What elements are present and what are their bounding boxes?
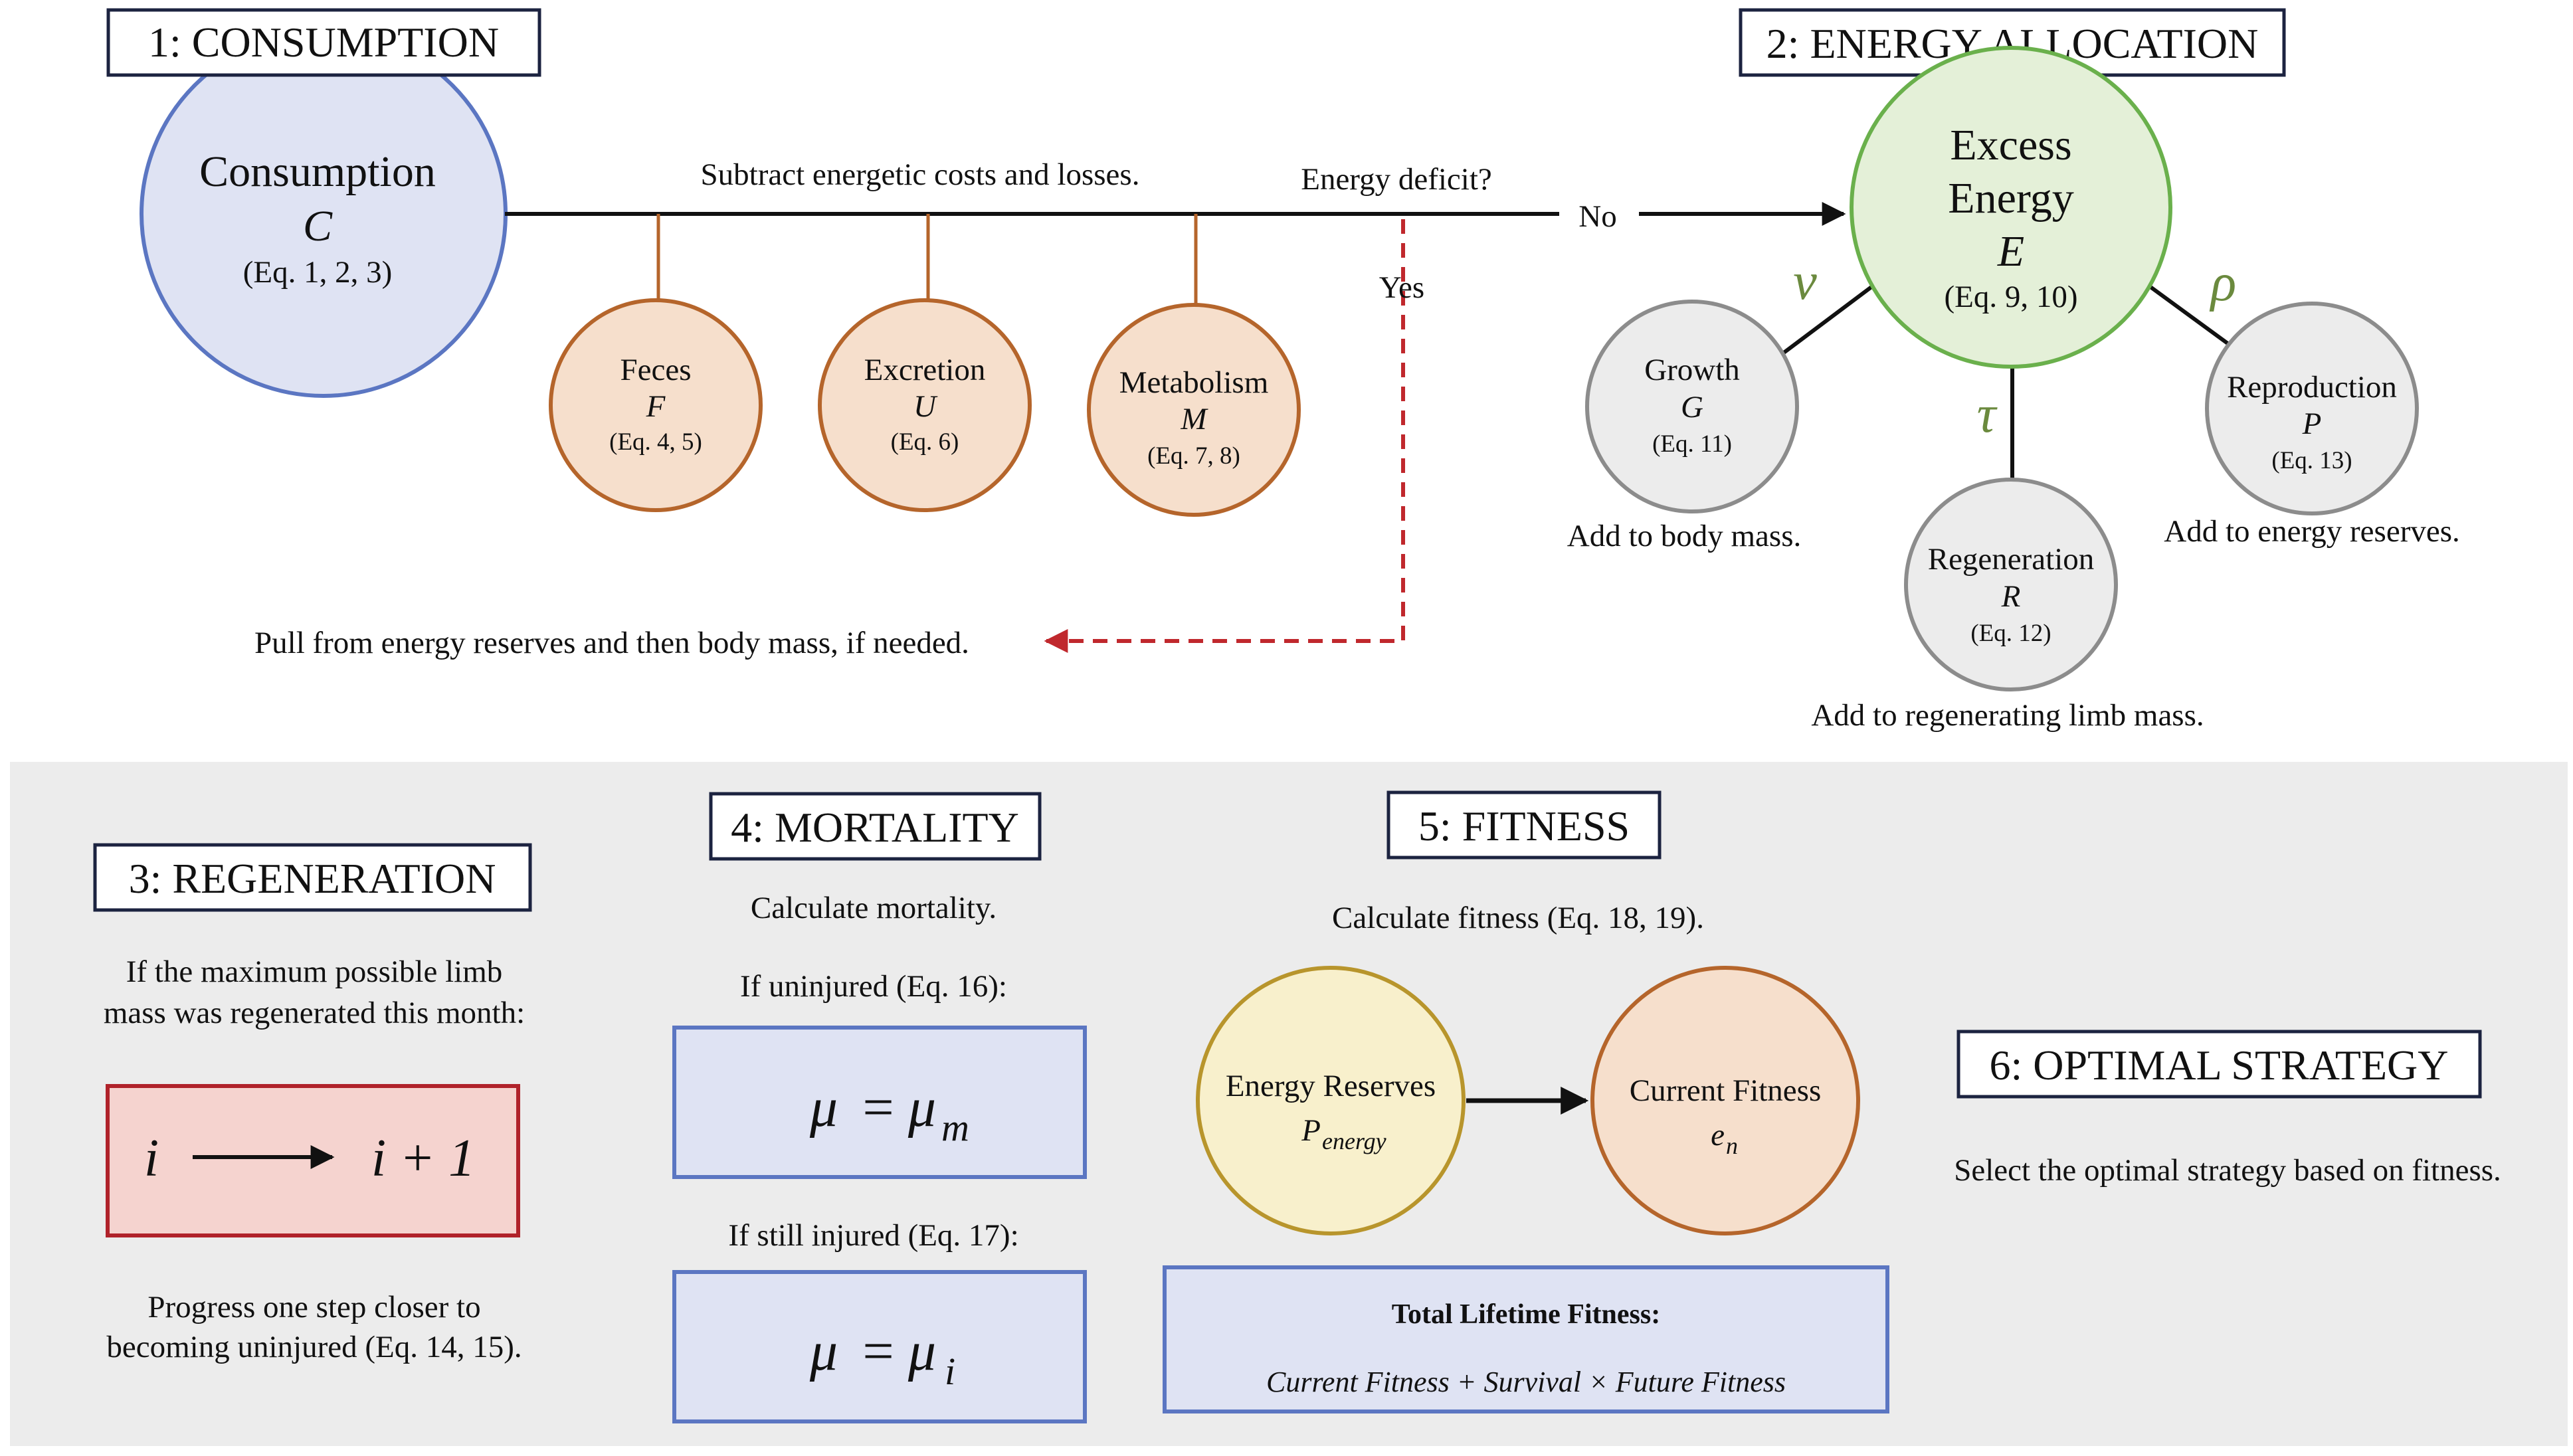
yes-label: Yes <box>1379 270 1424 305</box>
svg-text:E: E <box>1997 227 2024 276</box>
svg-text:M: M <box>1180 402 1208 436</box>
rho-symbol: ρ <box>2209 254 2236 312</box>
metabolism-node: Metabolism M (Eq. 7, 8) <box>1087 303 1301 517</box>
consumption-node: Consumption C (Eq. 1, 2, 3) <box>140 30 508 398</box>
svg-text:Current Fitness: Current Fitness <box>1630 1073 1822 1108</box>
regen-text-1: If the maximum possible limb <box>126 955 503 989</box>
deficit-label: Energy deficit? <box>1301 162 1492 197</box>
svg-text:μ: μ <box>809 1077 838 1138</box>
reproduction-node: Reproduction P (Eq. 13) <box>2205 302 2419 515</box>
tau-symbol: τ <box>1977 385 1998 444</box>
mortality-uninjured: If uninjured (Eq. 16): <box>740 969 1007 1004</box>
energy-reserves-node: Energy Reserves P energy <box>1196 966 1466 1235</box>
subtract-label: Subtract energetic costs and losses. <box>701 157 1140 192</box>
reproduction-branch <box>2149 285 2234 349</box>
consumption-label: Consumption <box>199 147 436 196</box>
svg-text:Regeneration: Regeneration <box>1928 542 2095 577</box>
svg-text:Energy: Energy <box>1948 174 2073 223</box>
regeneration-note: Add to regenerating limb mass. <box>1811 698 2204 733</box>
svg-text:Excess: Excess <box>1950 121 2071 169</box>
svg-text:G: G <box>1681 390 1703 424</box>
pull-label: Pull from energy reserves and then body … <box>254 626 969 660</box>
growth-note: Add to body mass. <box>1567 519 1802 553</box>
svg-text:n: n <box>1726 1133 1738 1159</box>
svg-text:=: = <box>862 1320 894 1382</box>
regeneration-node: Regeneration R (Eq. 12) <box>1904 478 2118 691</box>
regen-bottom-1: Progress one step closer to <box>147 1290 480 1324</box>
svg-text:Metabolism: Metabolism <box>1119 365 1269 400</box>
mortality-calc: Calculate mortality. <box>751 891 997 925</box>
svg-text:e: e <box>1711 1118 1725 1152</box>
section-title-consumption: 1: CONSUMPTION <box>106 8 541 77</box>
svg-text:i: i <box>945 1350 955 1393</box>
mortality-injured: If still injured (Eq. 17): <box>728 1218 1018 1253</box>
growth-node: Growth G (Eq. 11) <box>1585 300 1799 513</box>
svg-text:i + 1: i + 1 <box>371 1129 475 1188</box>
svg-text:Energy Reserves: Energy Reserves <box>1226 1069 1436 1103</box>
svg-text:μ: μ <box>907 1320 936 1382</box>
excretion-node: Excretion U (Eq. 6) <box>818 298 1032 512</box>
regen-text-2: mass was regenerated this month: <box>104 996 525 1030</box>
feces-node: Feces F (Eq. 4, 5) <box>549 298 763 512</box>
section-title-fitness: 5: FITNESS <box>1386 790 1662 860</box>
section-title-optimal: 6: OPTIMAL STRATEGY <box>1956 1030 2482 1099</box>
svg-text:1: CONSUMPTION: 1: CONSUMPTION <box>148 19 499 66</box>
regen-step-box: i i + 1 <box>106 1084 520 1237</box>
deficit-path <box>1044 219 1405 653</box>
svg-text:P: P <box>1301 1113 1321 1148</box>
svg-text:R: R <box>2001 579 2021 614</box>
section-title-regeneration: 3: REGENERATION <box>93 843 532 912</box>
optimal-text: Select the optimal strategy based on fit… <box>1954 1153 2501 1188</box>
fitness-calc: Calculate fitness (Eq. 18, 19). <box>1332 901 1704 935</box>
svg-text:U: U <box>913 389 938 424</box>
no-label: No <box>1578 199 1616 234</box>
svg-text:i: i <box>144 1129 159 1188</box>
section-title-mortality: 4: MORTALITY <box>709 792 1042 861</box>
svg-text:(Eq. 4, 5): (Eq. 4, 5) <box>609 428 702 456</box>
svg-text:Excretion: Excretion <box>864 353 986 387</box>
mortality-injured-box: μ = μ i <box>672 1270 1087 1423</box>
growth-branch <box>1780 285 1873 357</box>
svg-text:5: FITNESS: 5: FITNESS <box>1418 802 1630 850</box>
reproduction-note: Add to energy reserves. <box>2164 514 2460 549</box>
svg-text:m: m <box>941 1106 969 1149</box>
svg-text:F: F <box>646 389 666 424</box>
nu-symbol: ν <box>1793 252 1817 311</box>
svg-text:(Eq. 9, 10): (Eq. 9, 10) <box>1944 280 2077 314</box>
svg-text:(Eq. 6): (Eq. 6) <box>891 428 959 456</box>
svg-text:Feces: Feces <box>620 353 691 387</box>
excess-energy-node: Excess Energy E (Eq. 9, 10) <box>1850 46 2172 369</box>
consumption-symbol: C <box>303 202 333 250</box>
svg-text:P: P <box>2302 407 2322 441</box>
svg-text:Total Lifetime Fitness:: Total Lifetime Fitness: <box>1392 1299 1660 1330</box>
svg-text:μ: μ <box>907 1077 936 1138</box>
svg-text:Growth: Growth <box>1644 353 1740 387</box>
current-fitness-node: Current Fitness e n <box>1590 966 1860 1235</box>
svg-text:4: MORTALITY: 4: MORTALITY <box>731 804 1019 851</box>
svg-text:3: REGENERATION: 3: REGENERATION <box>129 855 496 902</box>
total-fitness-box: Total Lifetime Fitness: Current Fitness … <box>1163 1265 1889 1413</box>
svg-text:μ: μ <box>809 1320 838 1382</box>
svg-text:6: OPTIMAL STRATEGY: 6: OPTIMAL STRATEGY <box>1990 1042 2449 1089</box>
svg-text:Reproduction: Reproduction <box>2227 370 2397 405</box>
svg-text:energy: energy <box>1322 1128 1386 1154</box>
regen-bottom-2: becoming uninjured (Eq. 14, 15). <box>106 1330 522 1364</box>
mortality-uninjured-box: μ = μ m <box>672 1026 1087 1179</box>
consumption-eq: (Eq. 1, 2, 3) <box>243 255 393 290</box>
svg-text:(Eq. 7, 8): (Eq. 7, 8) <box>1147 442 1240 470</box>
svg-text:(Eq. 11): (Eq. 11) <box>1652 430 1732 458</box>
svg-text:Current Fitness + Survival × F: Current Fitness + Survival × Future Fitn… <box>1266 1366 1786 1398</box>
svg-text:(Eq. 13): (Eq. 13) <box>2271 447 2352 474</box>
svg-text:=: = <box>862 1077 894 1138</box>
svg-text:(Eq. 12): (Eq. 12) <box>1970 620 2051 647</box>
